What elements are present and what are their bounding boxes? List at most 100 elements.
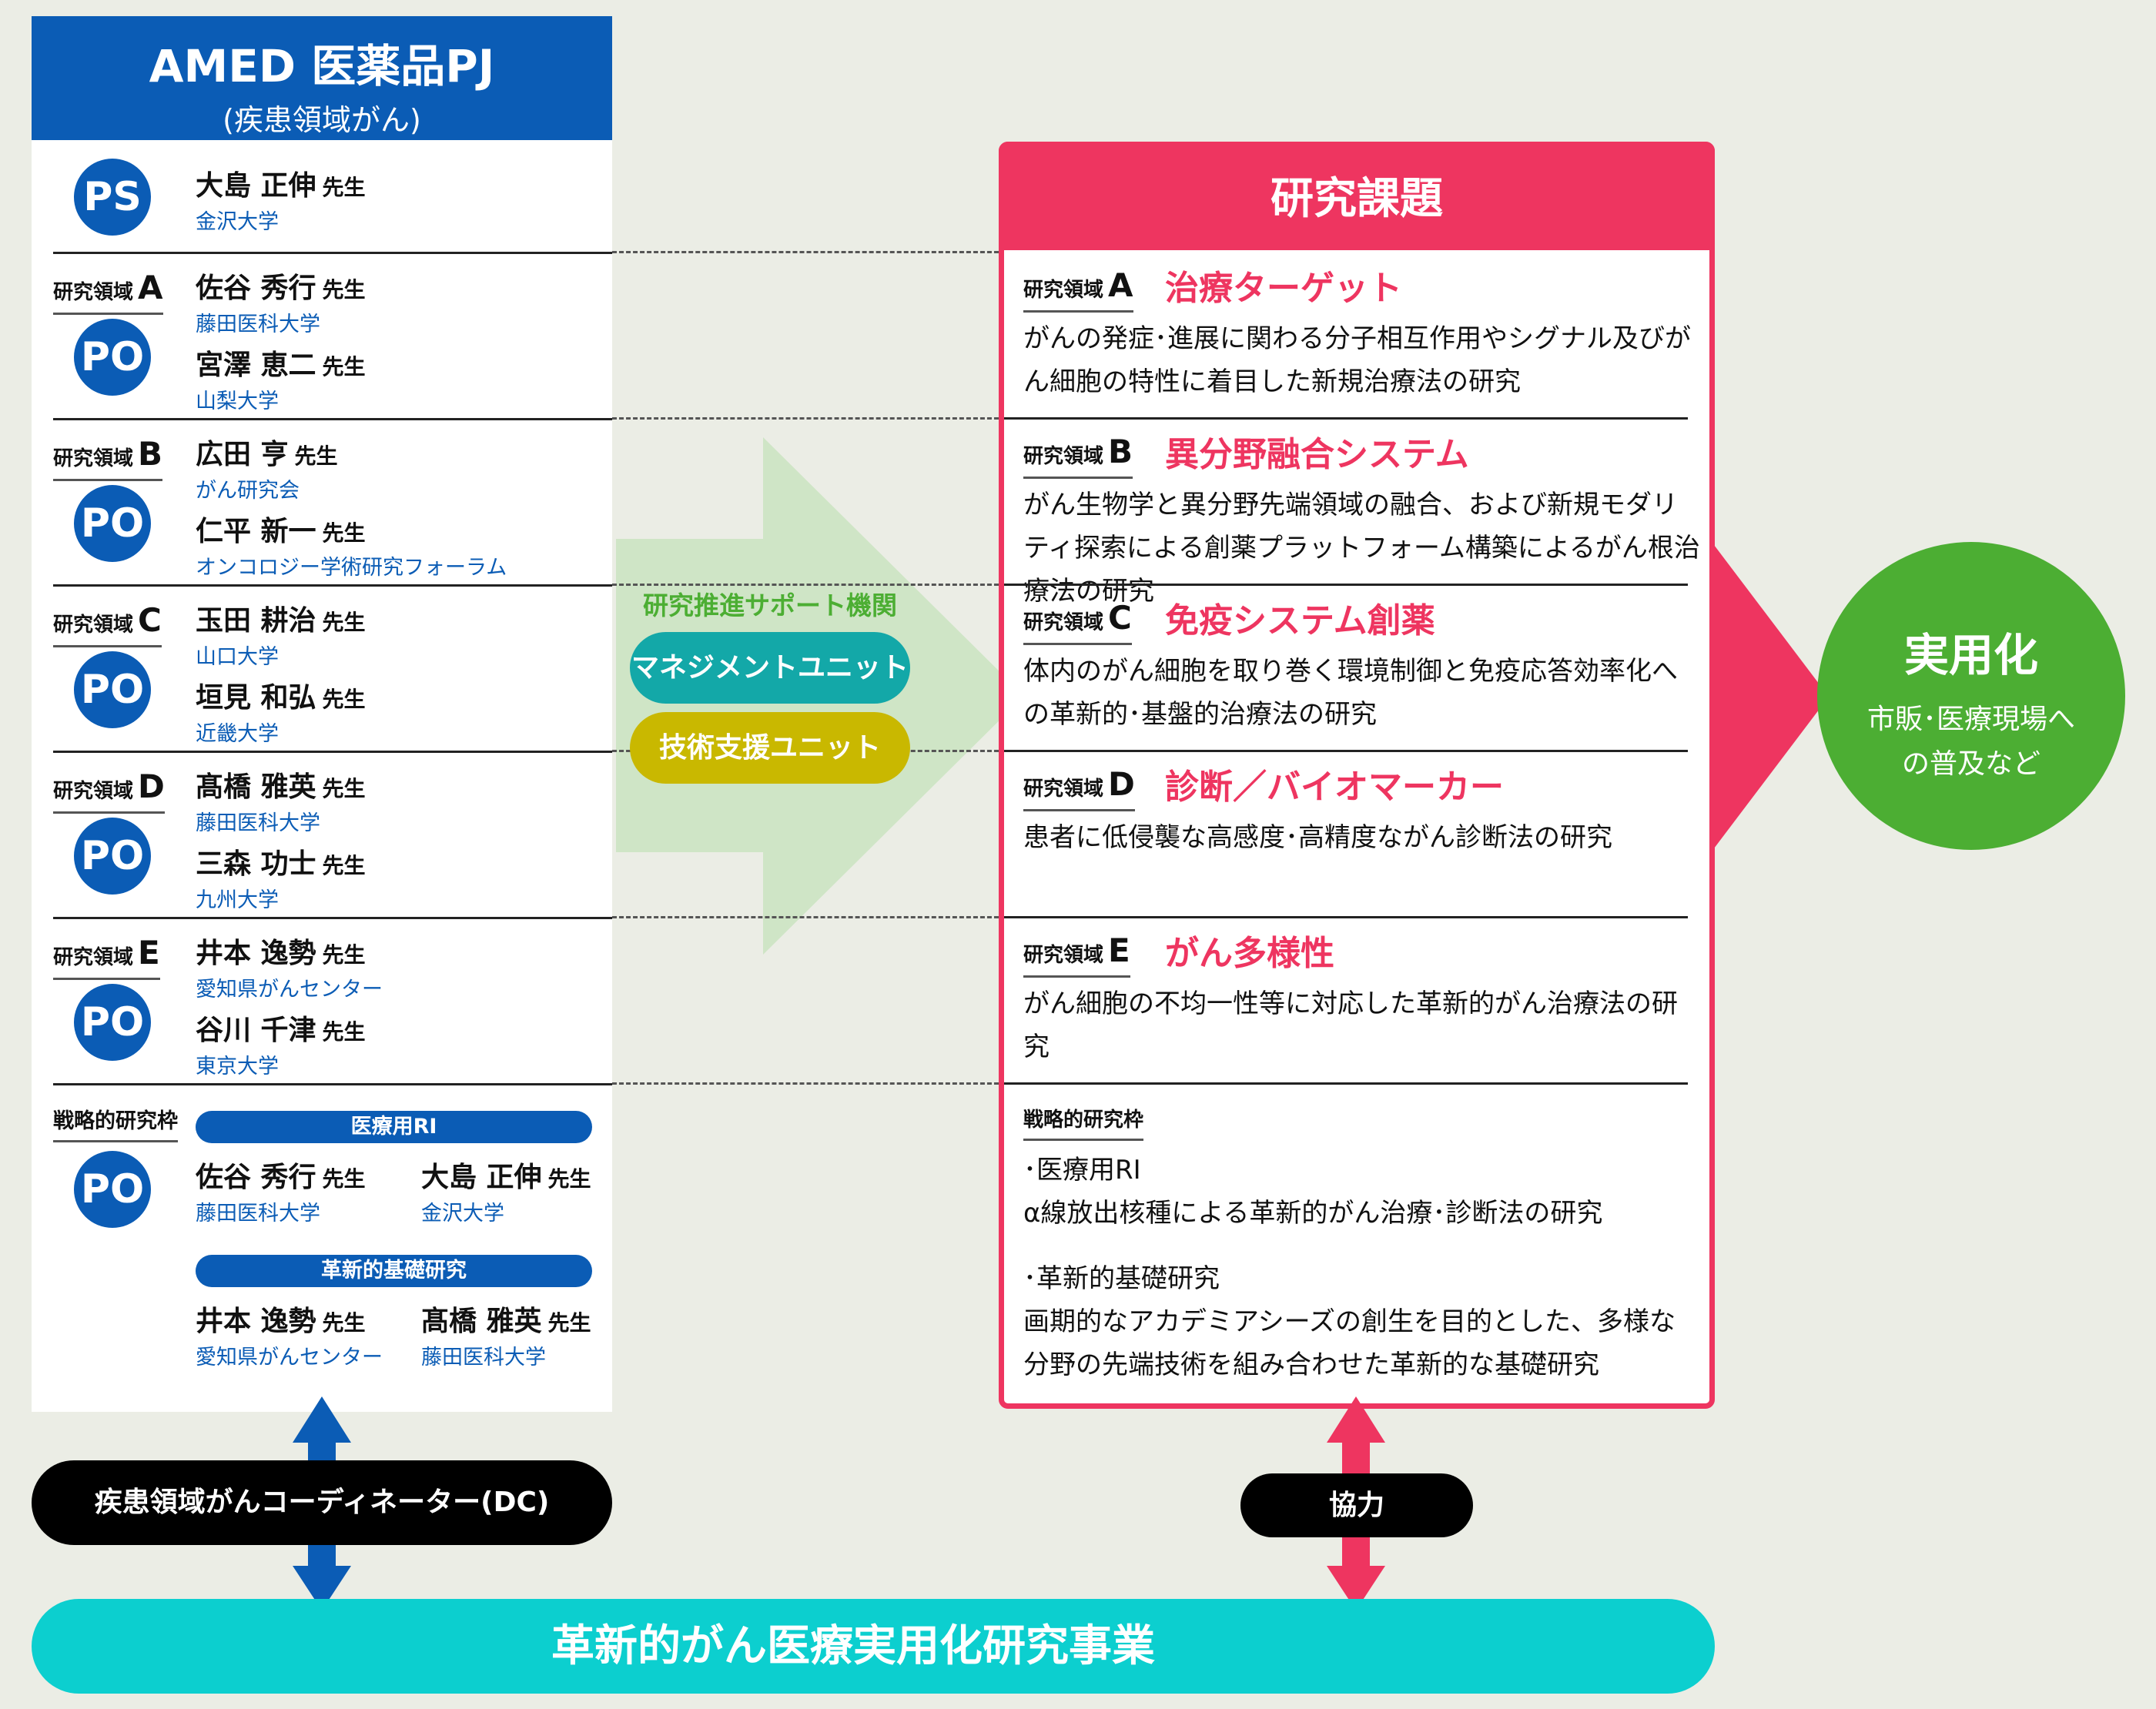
area-label-text: 研究領域 [53,946,134,969]
area-label-text: 研究領域 [53,780,134,803]
person: 髙橋 雅英先生 藤田医科大学 [196,764,366,836]
person-name: 髙橋 雅英 [196,771,316,803]
cooperation-pill: 協力 [1240,1473,1473,1537]
honorific: 先生 [322,175,366,200]
area-letter: E [138,934,160,972]
person-name: 大島 正伸 [421,1162,542,1193]
honorific: 先生 [294,443,338,469]
strategic-desc-basic: 画期的なアカデミアシーズの創生を目的とした、多様な分野の先端技術を組み合わせた革… [1023,1306,1676,1380]
topic-title: 診断／バイオマーカー [1165,768,1504,807]
area-label-text: 研究領域 [1023,944,1104,967]
person: 宮澤 恵二先生 山梨大学 [196,343,366,414]
strategic-item-ri: ･医療用RI [1023,1155,1141,1186]
honorific: 先生 [322,687,366,712]
person-name: 髙橋 雅英 [421,1306,542,1337]
person-name: 佐谷 秀行 [196,1162,316,1193]
topic-title: 異分野融合システム [1165,435,1469,474]
strategic-desc-ri: α線放出核種による革新的がん治療･診断法の研究 [1023,1198,1603,1229]
area-label-text: 研究領域 [1023,611,1104,634]
amed-header: AMED 医薬品PJ (疾患領域がん) [32,16,612,140]
area-letter: C [138,601,162,639]
honorific: 先生 [322,277,366,303]
person-name: 広田 亨 [196,439,289,470]
topic-title: がん多様性 [1165,934,1334,973]
outcome-title: 実用化 [1903,629,2038,681]
po-badge: PO [74,319,151,396]
amed-title: AMED 医薬品PJ [149,40,495,92]
support-label: 研究推進サポート機関 [643,590,897,620]
po-badge: PO [74,651,151,728]
person-univ: がん研究会 [196,479,300,503]
person-univ: 金沢大学 [421,1202,504,1226]
person: 三森 功士先生 九州大学 [196,841,366,913]
person: 佐谷 秀行先生 藤田医科大学 [196,266,366,337]
po-badge: PO [74,818,151,895]
area-letter: E [1108,931,1130,969]
area-letter: D [1108,765,1135,803]
ps-badge: PS [74,159,151,236]
person: 井本 逸勢先生 愛知県がんセンター [196,931,383,1002]
person-univ: 東京大学 [196,1055,279,1079]
person-name: 佐谷 秀行 [196,273,316,304]
person-name: 仁平 新一 [196,516,316,547]
person-name: 井本 逸勢 [196,1306,316,1337]
person: 仁平 新一先生 オンコロジー学術研究フォーラム [196,509,507,580]
area-letter: D [138,768,165,805]
person-univ: 九州大学 [196,888,279,912]
person-name: 谷川 千津 [196,1015,316,1046]
topic-title: 免疫システム創薬 [1165,601,1435,640]
person-univ: 藤田医科大学 [196,811,320,835]
area-label-text: 研究領域 [1023,445,1104,468]
area-label-text: 研究領域 [53,281,134,304]
person-name: 大島 正伸 [196,170,316,202]
honorific: 先生 [322,942,366,968]
person: 大島 正伸先生 金沢大学 [421,1155,591,1226]
person-name: 井本 逸勢 [196,938,316,969]
person-univ: 愛知県がんセンター [196,1346,383,1370]
person-univ: 愛知県がんセンター [196,978,383,1002]
person-univ: 藤田医科大学 [421,1346,546,1370]
person-univ: 金沢大学 [196,210,279,234]
honorific: 先生 [322,1019,366,1045]
person: 谷川 千津先生 東京大学 [196,1008,366,1079]
area-label-text: 研究領域 [1023,279,1104,302]
area-letter: A [1108,266,1133,304]
honorific: 先生 [322,1166,366,1192]
po-badge: PO [74,485,151,562]
outcome-arrow [1709,539,1829,854]
area-label-text: 研究領域 [53,614,134,637]
amed-subtitle: (疾患領域がん) [223,103,421,137]
person: 井本 逸勢先生 愛知県がんセンター [196,1299,383,1370]
honorific: 先生 [547,1310,591,1336]
area-label-text: 研究領域 [53,447,134,470]
person-univ: 山梨大学 [196,390,279,413]
person-univ: オンコロジー学術研究フォーラム [196,556,507,580]
strategic-label: 戦略的研究枠 [1023,1104,1144,1141]
topic-desc: 患者に低侵襲な高感度･高精度ながん診断法の研究 [1023,822,1612,853]
outcome-circle: 実用化 市販･医療現場への普及など [1817,542,2125,850]
area-letter: B [138,435,163,473]
dc-pill: 疾患領域がんコーディネーター(DC) [32,1460,612,1545]
person: 髙橋 雅英先生 藤田医科大学 [421,1299,591,1370]
topic-desc: がん細胞の不均一性等に対応した革新的がん治療法の研究 [1023,988,1678,1062]
person-univ: 藤田医科大学 [196,1202,320,1226]
topic-desc: 体内のがん細胞を取り巻く環境制御と免疫応答効率化への革新的･基盤的治療法の研究 [1023,656,1678,730]
topic-title: 治療ターゲット [1165,269,1402,308]
honorific: 先生 [547,1166,591,1192]
research-topics-box [999,142,1715,1409]
group-ri-title: 医療用RI [196,1111,592,1143]
outcome-desc: 市販･医療現場への普及など [1866,704,2075,780]
strategic-item-basic: ･革新的基礎研究 [1023,1263,1220,1294]
person: 佐谷 秀行先生 藤田医科大学 [196,1155,366,1226]
area-label-text: 研究領域 [1023,778,1104,801]
management-unit: マネジメントユニット [630,632,910,704]
person-univ: 山口大学 [196,645,279,669]
